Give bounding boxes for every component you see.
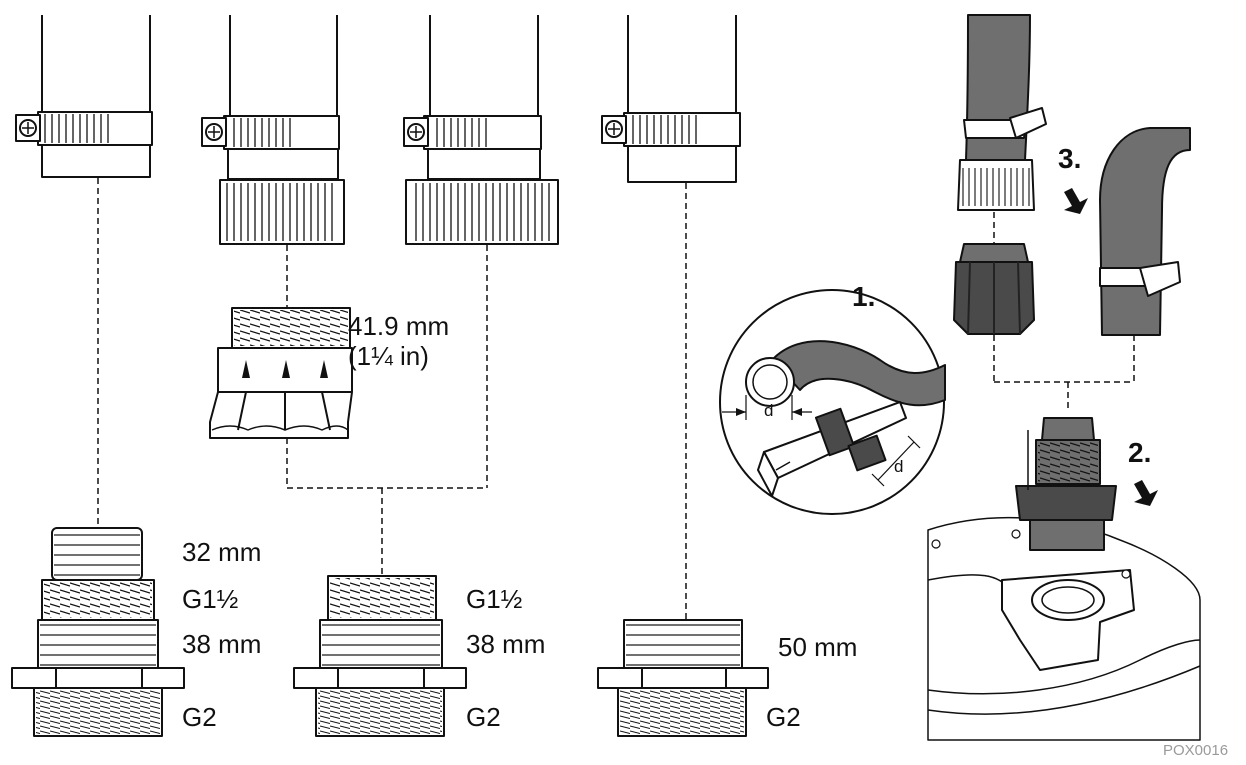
connector-a [11,527,185,737]
label-b-thread: G1½ [466,584,523,614]
hose-step3 [957,14,1047,211]
label-b-mid: 38 mm [466,629,546,659]
hose-end-b2 [403,15,559,245]
adapter-41-9mm [209,307,353,439]
label-b-adapter: 41.9 mm [348,311,450,341]
label-c-mid: 50 mm [778,632,858,662]
label-a-top: 32 mm [182,537,262,567]
detail-d-label-2: d [894,457,904,476]
connector-lines [97,178,1135,620]
hose-end-b1 [201,15,345,245]
step-one-label: 1. [852,281,876,312]
figure-code: POX0016 [1163,742,1229,759]
label-a-mid: 38 mm [182,629,262,659]
step-two-label: 2. [1128,437,1152,468]
detail-circle [719,289,946,515]
detail-d-label-1: d [764,401,774,420]
arrow-down-icon [1064,188,1158,506]
label-a-thread: G1½ [182,584,239,614]
nut-step3 [953,243,1035,335]
label-b-bottom: G2 [466,702,501,732]
hose-end-c [601,15,741,183]
label-b-adapter-in: (1¼ in) [348,341,429,371]
step-three-label: 3. [1058,143,1082,174]
label-a-bottom: G2 [182,702,217,732]
connector-b [293,575,467,737]
tank-fitting [927,417,1201,741]
label-c-bottom: G2 [766,702,801,732]
hose-right [1099,127,1191,336]
hose-end-a [15,15,153,178]
connector-c [597,619,769,737]
